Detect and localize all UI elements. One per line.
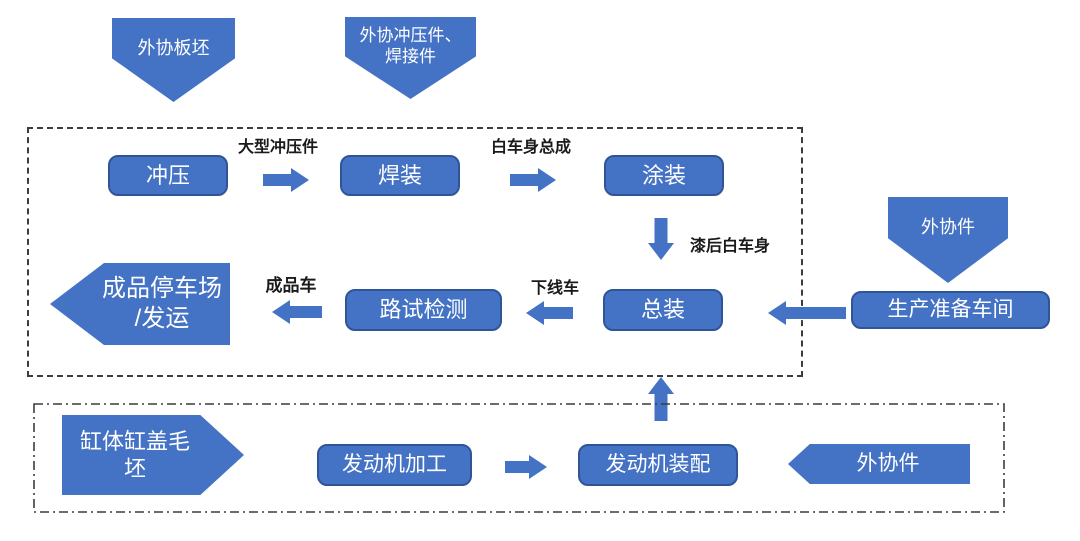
arrow-machining-to-engineassembly-icon <box>505 455 547 479</box>
arrow-prep-to-assembly-icon <box>768 301 846 325</box>
arrow-painting-to-assembly-icon <box>648 218 674 260</box>
input-slab-shape: 外协板坯 <box>112 18 235 102</box>
engine-line-boundary <box>33 403 1005 513</box>
engine-machining-box: 发动机加工 <box>317 444 472 486</box>
assembly-box: 总装 <box>603 289 723 331</box>
outsourced-parts-top-label: 外协件 <box>921 217 975 237</box>
assembly-label: 总装 <box>640 297 685 323</box>
painting-label: 涂装 <box>641 162 686 188</box>
outsourced-parts-bottom-shape: 外协件 <box>788 444 970 484</box>
outsourced-parts-top-shape: 外协件 <box>888 197 1008 283</box>
stamping-label: 冲压 <box>145 162 190 188</box>
label-finished-vehicle: 成品车 <box>265 276 317 295</box>
engine-assembly-label: 发动机装配 <box>605 452 711 476</box>
prep-workshop-box: 生产准备车间 <box>851 291 1050 329</box>
input-stamping-weldment-label: 外协冲压件、 焊接件 <box>359 26 462 67</box>
arrow-welding-to-painting-icon <box>510 167 556 193</box>
engine-blank-shape: 缸体缸盖毛 坯 <box>62 415 244 495</box>
input-slab-label: 外协板坯 <box>137 38 210 58</box>
engine-assembly-box: 发动机装配 <box>578 444 738 486</box>
vehicle-line-boundary <box>27 127 803 377</box>
welding-box: 焊装 <box>340 155 460 196</box>
outsourced-parts-bottom-label: 外协件 <box>856 451 920 475</box>
label-offline-vehicle: 下线车 <box>530 280 579 297</box>
label-body-in-white: 白车身总成 <box>490 139 571 156</box>
prep-workshop-label: 生产准备车间 <box>887 297 1014 321</box>
stamping-box: 冲压 <box>108 155 228 196</box>
arrow-roadtest-to-yard-icon <box>272 300 322 324</box>
welding-label: 焊装 <box>377 162 422 188</box>
engine-machining-label: 发动机加工 <box>342 452 447 476</box>
arrow-assembly-to-roadtest-icon <box>526 301 573 325</box>
label-painted-body: 漆后白车身 <box>690 238 771 255</box>
finished-yard-label: 成品停车场 /发运 <box>102 275 222 332</box>
label-large-stampings: 大型冲压件 <box>237 139 318 156</box>
arrow-stamping-to-welding-icon <box>263 167 309 193</box>
engine-blank-label: 缸体缸盖毛 坯 <box>79 428 190 482</box>
painting-box: 涂装 <box>604 155 724 196</box>
road-test-box: 路试检测 <box>345 289 502 331</box>
input-stamping-weldment-shape: 外协冲压件、 焊接件 <box>345 17 476 99</box>
road-test-label: 路试检测 <box>379 297 468 323</box>
